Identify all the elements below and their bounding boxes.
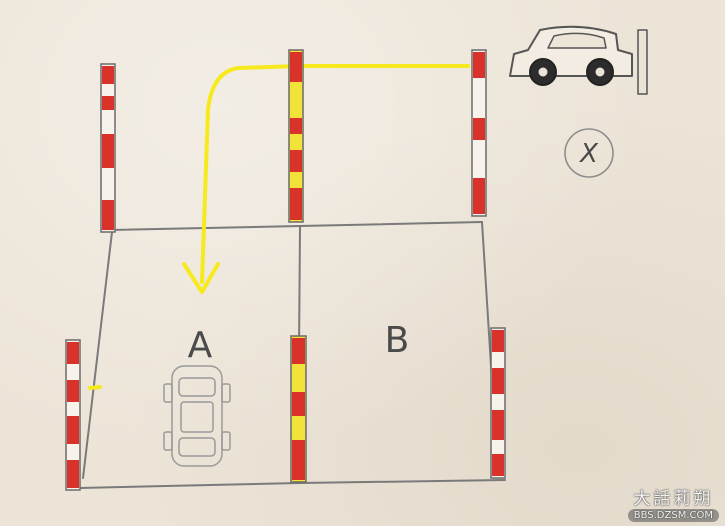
arrow-down-icon <box>182 262 220 294</box>
pole-top-left <box>100 63 116 233</box>
drive-path <box>88 64 470 390</box>
circled-x-icon: X <box>564 128 614 178</box>
cross-label: X <box>578 139 599 169</box>
spot-a-label: A <box>188 325 213 366</box>
small-yellow-mark <box>88 385 102 390</box>
pole-top-middle <box>288 49 304 223</box>
car-window <box>547 32 607 49</box>
pole-bottom-left <box>65 339 81 491</box>
pole-top-right <box>471 49 487 217</box>
pole-bottom-middle <box>290 335 307 483</box>
back-line <box>109 221 483 231</box>
car-icon <box>509 25 648 95</box>
watermark: 大話莉朔 BBS.DZSM.COM <box>627 489 719 522</box>
car-top-view-icon <box>163 365 231 467</box>
watermark-title: 大話莉朔 <box>633 489 714 509</box>
pole-bottom-right <box>490 327 506 479</box>
left-side-line <box>82 231 113 479</box>
watermark-url: BBS.DZSM.COM <box>627 509 719 522</box>
path-line <box>200 64 470 284</box>
front-line <box>79 479 506 489</box>
spot-b-label: B <box>385 320 410 361</box>
barrier-post <box>637 29 648 95</box>
